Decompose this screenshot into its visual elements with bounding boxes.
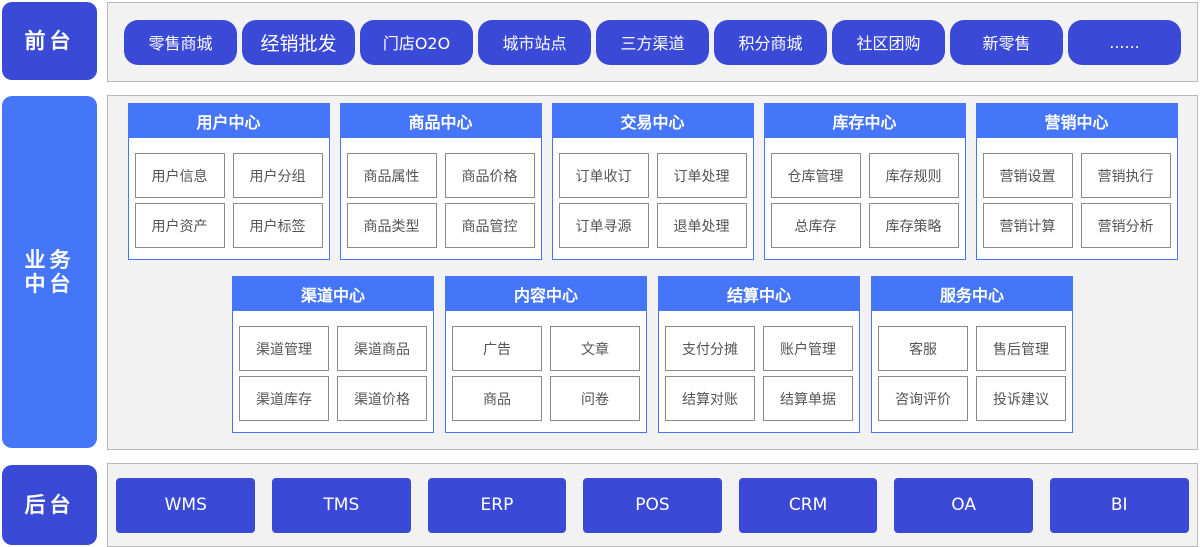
middle-label-line1: 业务 [24,248,75,272]
center-card-title: 服务中心 [872,277,1072,311]
module-cell: 账户管理 [763,326,853,371]
center-card-modules: 商品属性商品价格商品类型商品管控 [341,138,541,248]
module-cell: 库存策略 [868,203,959,248]
front-channel-pill: 新零售 [950,19,1063,65]
module-cell: 问卷 [550,376,640,421]
center-card-title: 用户中心 [128,104,329,138]
center-card-modules: 用户信息用户分组用户资产用户标签 [129,138,329,248]
center-card-title: 库存中心 [764,104,965,138]
module-cell: 售后管理 [976,326,1066,371]
front-channel-pill: 城市站点 [478,19,591,65]
center-card: 服务中心客服售后管理咨询评价投诉建议 [871,276,1073,433]
module-cell: 用户信息 [134,153,225,198]
module-cell: 商品管控 [444,203,535,248]
center-card: 交易中心订单收订订单处理订单寻源退单处理 [551,103,754,260]
center-row-2: 渠道中心渠道管理渠道商品渠道库存渠道价格内容中心广告文章商品问卷结算中心支付分摊… [108,276,1197,433]
back-system-box: BI [1049,477,1189,533]
back-system-box: OA [894,477,1033,533]
center-card-title: 交易中心 [552,104,753,138]
front-channel-pill: 三方渠道 [596,19,709,65]
center-card: 营销中心营销设置营销执行营销计算营销分析 [975,103,1178,260]
module-cell: 订单处理 [656,153,747,198]
module-cell: 库存规则 [868,153,959,198]
module-cell: 结算对账 [665,376,755,421]
middle-label-line2: 中台 [24,272,75,296]
front-channel-pill: 社区团购 [832,19,945,65]
center-card: 结算中心支付分摊账户管理结算对账结算单据 [658,276,860,433]
center-card: 商品中心商品属性商品价格商品类型商品管控 [339,103,542,260]
center-card: 用户中心用户信息用户分组用户资产用户标签 [127,103,330,260]
center-card-modules: 客服售后管理咨询评价投诉建议 [872,311,1072,421]
module-cell: 渠道管理 [239,326,329,371]
back-layer-panel: WMS TMS ERP POS CRM OA BI [107,463,1198,547]
back-systems: WMS TMS ERP POS CRM OA BI [108,464,1197,546]
module-cell: 咨询评价 [878,376,968,421]
front-channel-pill: ...... [1068,19,1181,65]
center-card-title: 内容中心 [446,277,646,311]
module-cell: 营销计算 [982,203,1073,248]
module-cell: 营销分析 [1080,203,1171,248]
module-cell: 商品属性 [346,153,437,198]
back-system-box: TMS [272,477,411,533]
module-cell: 文章 [550,326,640,371]
center-card-modules: 仓库管理库存规则总库存库存策略 [765,138,965,248]
back-system-box: POS [583,477,722,533]
module-cell: 仓库管理 [770,153,861,198]
front-channel-pill: 门店O2O [360,19,473,65]
module-cell: 退单处理 [656,203,747,248]
front-channel-pill: 零售商城 [124,19,237,65]
module-cell: 用户资产 [134,203,225,248]
module-cell: 营销执行 [1080,153,1171,198]
module-cell: 订单收订 [558,153,649,198]
module-cell: 支付分摊 [665,326,755,371]
center-card-title: 结算中心 [659,277,859,311]
module-cell: 投诉建议 [976,376,1066,421]
center-card: 库存中心仓库管理库存规则总库存库存策略 [763,103,966,260]
module-cell: 结算单据 [763,376,853,421]
back-system-box: CRM [738,477,878,533]
module-cell: 商品 [452,376,542,421]
front-channel-pill: 积分商城 [714,19,827,65]
module-cell: 商品类型 [346,203,437,248]
center-card-title: 商品中心 [340,104,541,138]
middle-layer-label: 业务 中台 [2,96,97,448]
module-cell: 用户标签 [232,203,323,248]
center-card-modules: 营销设置营销执行营销计算营销分析 [977,138,1177,248]
module-cell: 总库存 [770,203,861,248]
center-card-modules: 广告文章商品问卷 [446,311,646,421]
module-cell: 订单寻源 [558,203,649,248]
module-cell: 渠道价格 [337,376,427,421]
center-card-modules: 渠道管理渠道商品渠道库存渠道价格 [233,311,433,421]
module-cell: 渠道库存 [239,376,329,421]
center-card-modules: 支付分摊账户管理结算对账结算单据 [659,311,859,421]
front-layer-label: 前台 [2,2,97,80]
back-layer-label: 后台 [2,465,97,545]
back-system-box: WMS [116,477,256,533]
module-cell: 商品价格 [444,153,535,198]
center-card-modules: 订单收订订单处理订单寻源退单处理 [553,138,753,248]
center-card: 渠道中心渠道管理渠道商品渠道库存渠道价格 [232,276,434,433]
center-card-title: 营销中心 [976,104,1177,138]
center-card-title: 渠道中心 [233,277,433,311]
back-system-box: ERP [427,477,567,533]
center-card: 内容中心广告文章商品问卷 [445,276,647,433]
module-cell: 用户分组 [232,153,323,198]
middle-layer-panel: 用户中心用户信息用户分组用户资产用户标签商品中心商品属性商品价格商品类型商品管控… [107,95,1198,450]
module-cell: 营销设置 [982,153,1073,198]
module-cell: 客服 [878,326,968,371]
module-cell: 渠道商品 [337,326,427,371]
module-cell: 广告 [452,326,542,371]
center-row-1: 用户中心用户信息用户分组用户资产用户标签商品中心商品属性商品价格商品类型商品管控… [108,103,1197,260]
front-channel-pill: 经销批发 [242,19,355,65]
